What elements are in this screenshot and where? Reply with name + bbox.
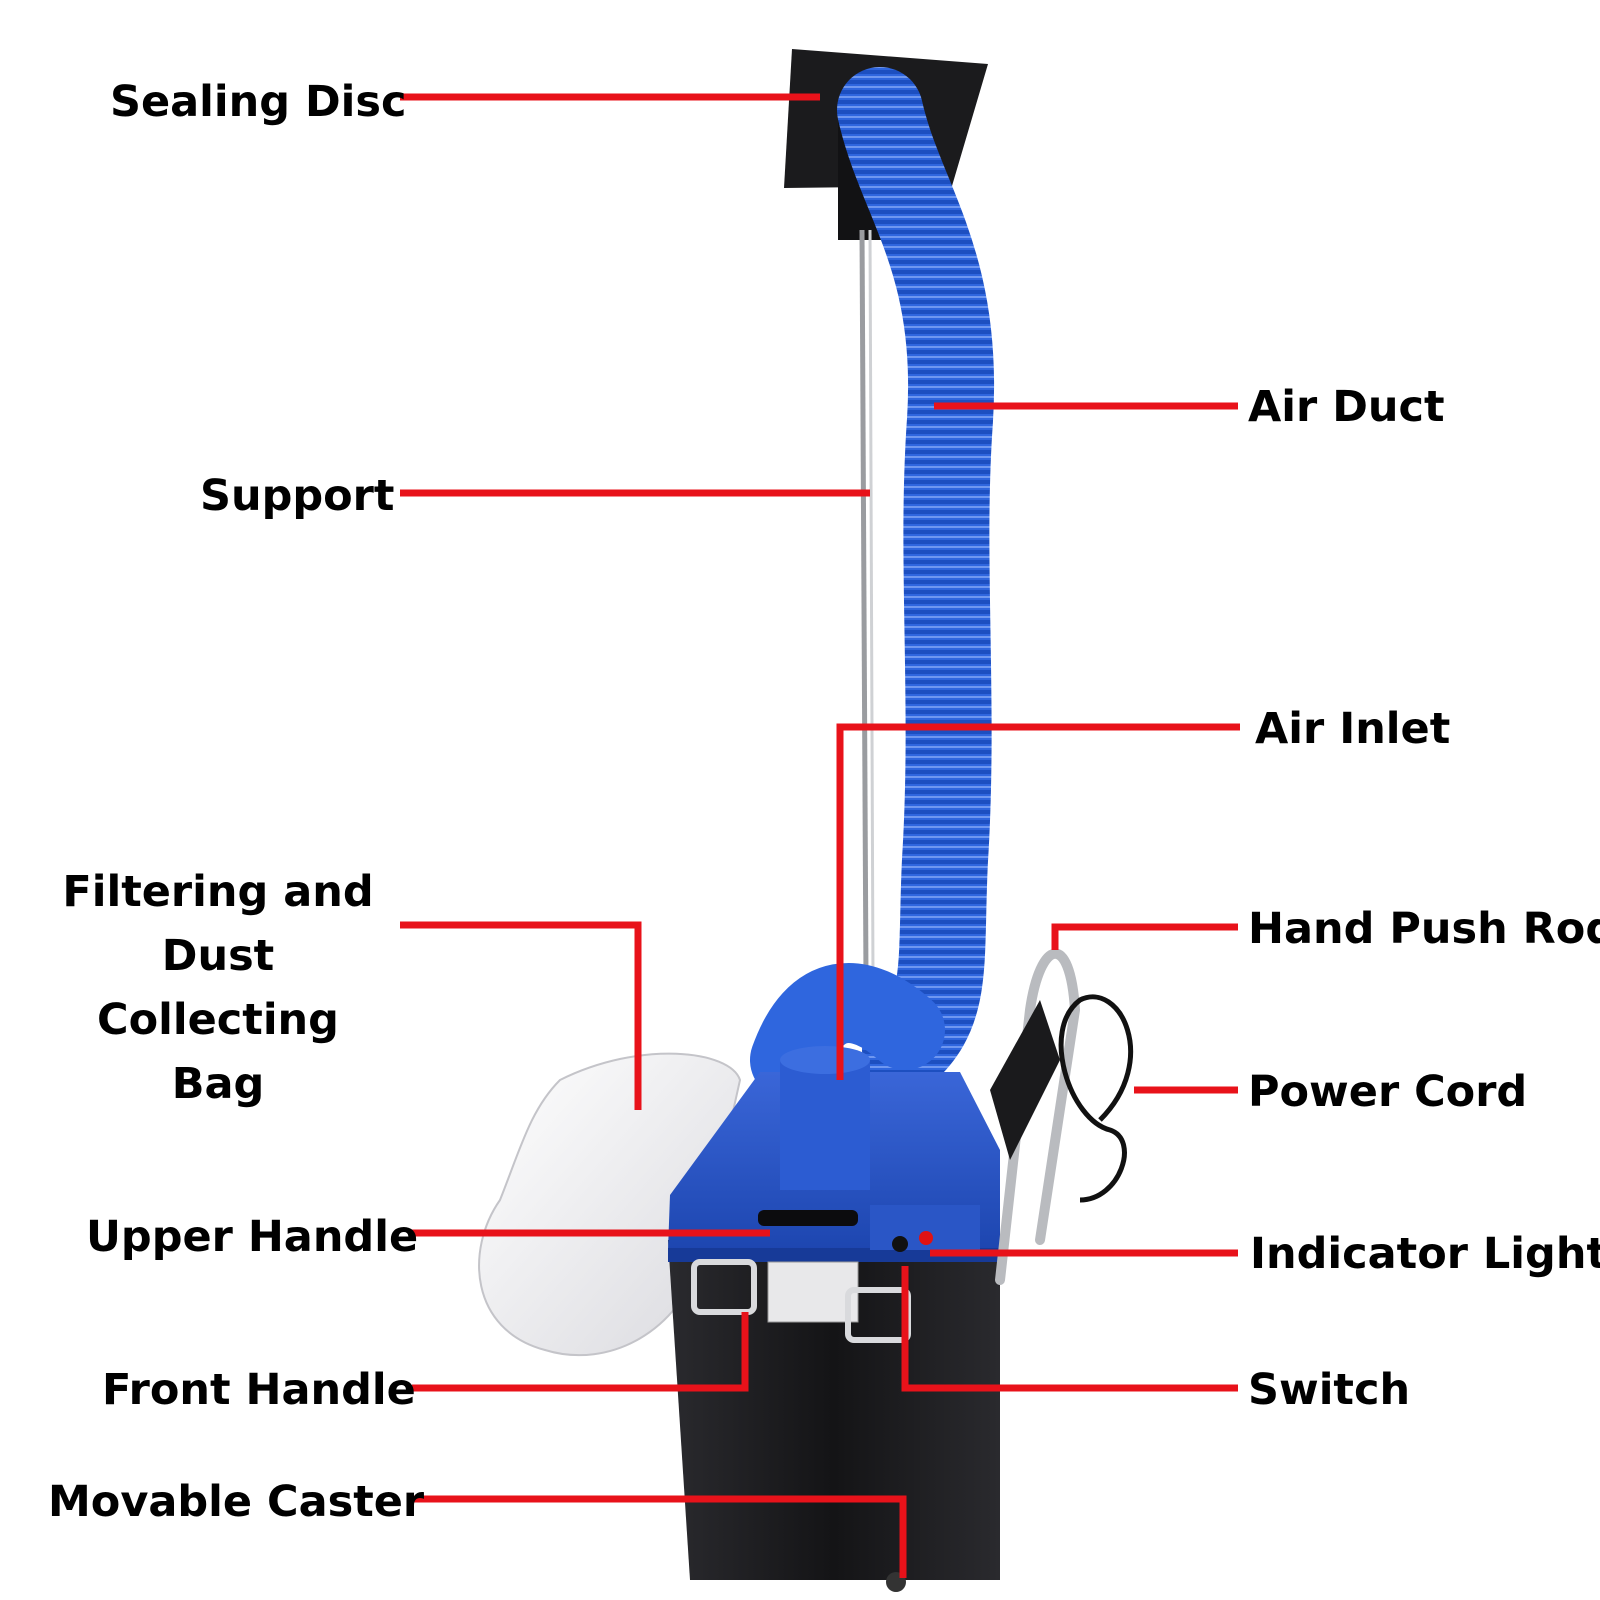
label-air-inlet: Air Inlet <box>1255 704 1451 754</box>
label-movable-caster: Movable Caster <box>48 1477 425 1527</box>
label-air-duct: Air Duct <box>1248 382 1445 432</box>
push-rod-shape <box>990 948 1133 1285</box>
leader-air-inlet <box>836 723 1240 1080</box>
leader-movable-caster <box>412 1495 907 1578</box>
cabinet-shape <box>668 1046 1000 1592</box>
label-indicator-light: Indicator Light <box>1250 1229 1600 1279</box>
support-rod-shape <box>859 229 875 981</box>
label-upper-handle: Upper Handle <box>86 1212 419 1262</box>
label-hand-push-rod: Hand Push Rod <box>1248 904 1600 954</box>
leader-switch <box>901 1266 1238 1392</box>
leader-hand-push-rod <box>1051 923 1238 950</box>
leader-filter-bag <box>400 921 642 1110</box>
label-power-cord: Power Cord <box>1248 1067 1528 1117</box>
label-switch: Switch <box>1248 1365 1411 1415</box>
leader-front-handle <box>412 1312 749 1392</box>
leader-lines <box>400 93 1240 1578</box>
label-front-handle: Front Handle <box>102 1365 416 1415</box>
label-support: Support <box>200 471 395 521</box>
label-sealing-disc: Sealing Disc <box>110 77 407 127</box>
label-filter-bag: Filtering and Dust Collecting Bag <box>62 867 374 1109</box>
